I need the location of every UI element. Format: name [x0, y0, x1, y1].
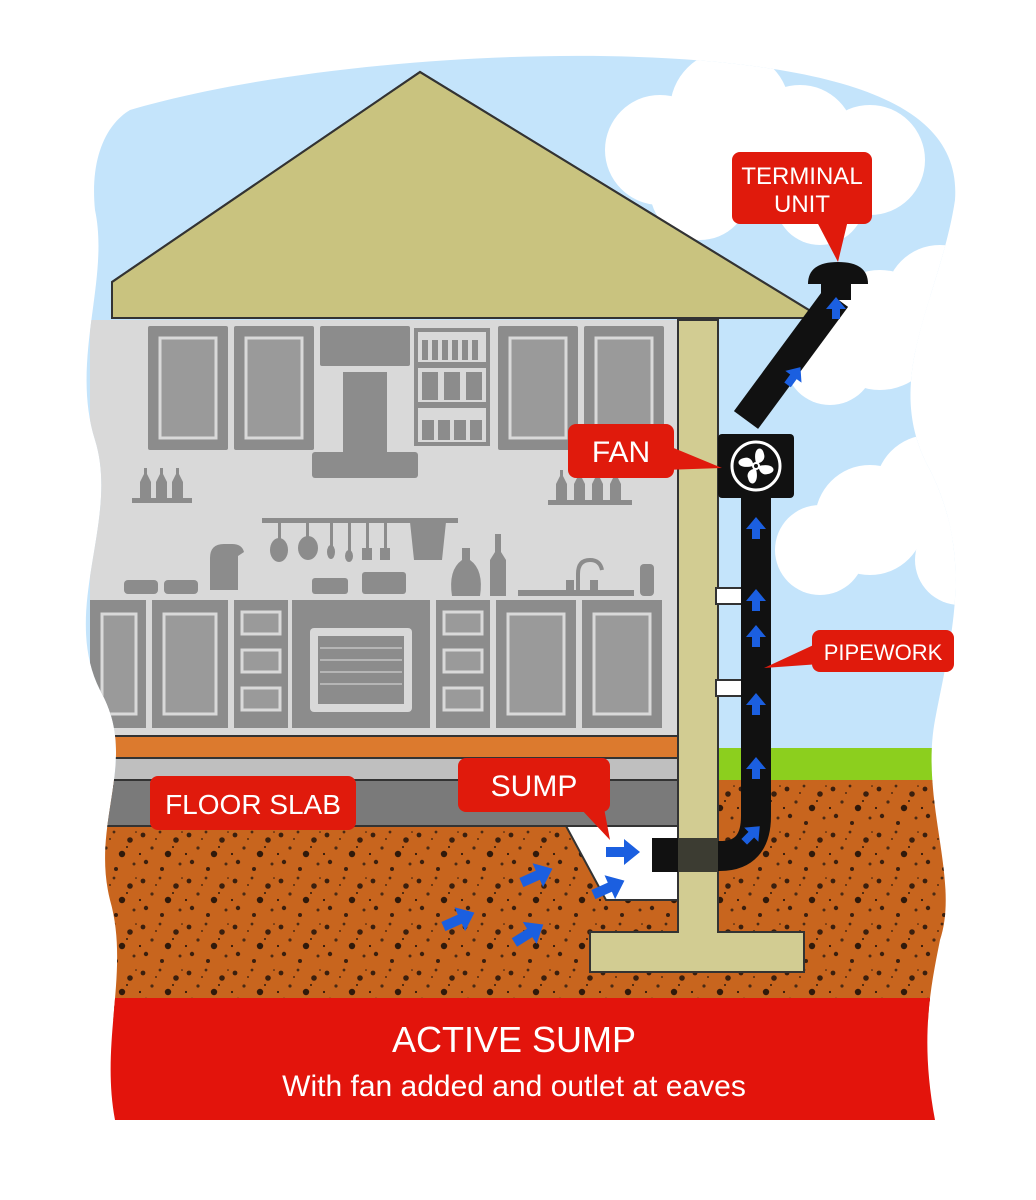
pipe-bracket [715, 587, 745, 605]
banner-background [85, 998, 956, 1121]
fan-label: FAN [592, 436, 650, 469]
fan-icon [730, 440, 782, 492]
wall-footing [589, 931, 805, 973]
sump-callout: SUMP [458, 758, 610, 840]
sump-label: SUMP [491, 770, 578, 803]
pipework-callout: PIPEWORK [764, 630, 954, 672]
terminal-unit-label-line1: TERMINAL [741, 163, 862, 190]
floor-finish [89, 735, 679, 759]
scene-background [85, 55, 956, 1121]
pipe-bracket [715, 679, 745, 697]
floor-slab-callout: FLOOR SLAB [150, 776, 356, 830]
pipework-label: PIPEWORK [824, 640, 943, 665]
terminal-unit-label-line2: UNIT [774, 191, 830, 218]
upper-pipework [733, 289, 849, 429]
oven-grill [320, 647, 402, 685]
banner-title: ACTIVE SUMP [392, 1019, 636, 1060]
terminal-unit-callout: TERMINAL UNIT [732, 152, 872, 262]
floor-slab-label: FLOOR SLAB [165, 789, 341, 820]
pipework [654, 498, 771, 871]
cabinet-panels [100, 336, 654, 716]
terminal-unit-cap [808, 262, 868, 284]
fan-callout: FAN [568, 424, 722, 478]
banner-subtitle: With fan added and outlet at eaves [282, 1070, 746, 1103]
external-wall [677, 319, 719, 933]
